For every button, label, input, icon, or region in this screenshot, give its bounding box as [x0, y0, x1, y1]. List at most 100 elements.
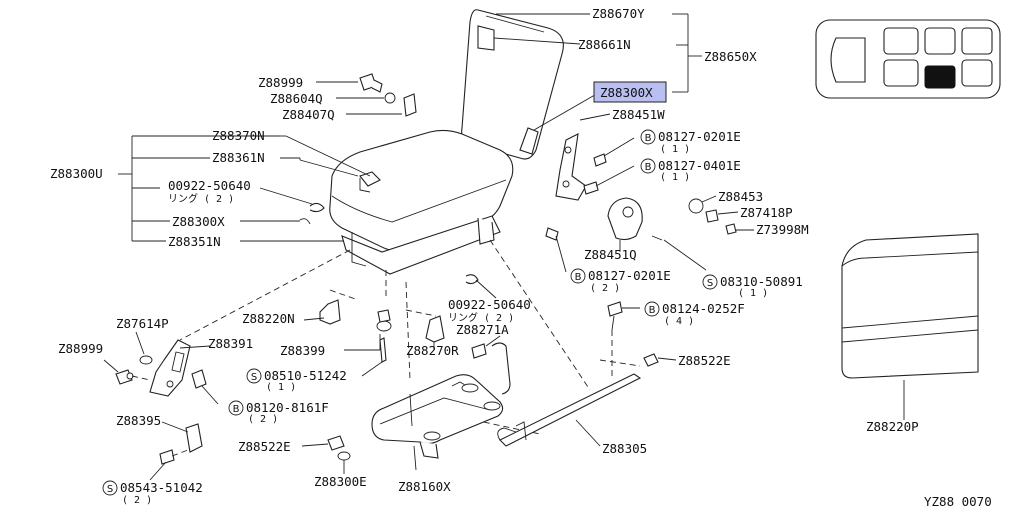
- screw-s08510-51242: [361, 337, 387, 377]
- label-z88270r[interactable]: Z88270R: [406, 343, 459, 358]
- label-z88522e-right[interactable]: Z88522E: [678, 353, 731, 368]
- seat-cushion: [285, 129, 514, 252]
- catalog-reference: YZ88 0070: [924, 494, 992, 509]
- b-marker: [640, 158, 656, 174]
- label-08543-51042[interactable]: 08543-51042: [120, 480, 203, 495]
- b-marker-letter: B: [645, 133, 652, 144]
- b-marker-letter: B: [645, 162, 652, 173]
- qty-08127-0201e-top: ( 1 ): [660, 144, 690, 155]
- s-marker: [102, 480, 118, 496]
- b-marker: [228, 400, 244, 416]
- knob-parts: [688, 195, 754, 235]
- label-z88271a[interactable]: Z88271A: [456, 322, 509, 337]
- assembly-guide-lines: [179, 239, 641, 435]
- b-marker: [570, 268, 586, 284]
- label-z88670y[interactable]: Z88670Y: [592, 6, 645, 21]
- label-z88650x[interactable]: Z88650X: [704, 49, 757, 64]
- label-z88220n[interactable]: Z88220N: [242, 311, 295, 326]
- guide-z88270r: [425, 315, 445, 350]
- b-marker-letter: B: [575, 272, 582, 283]
- rod-z88305: [497, 373, 642, 447]
- vehicle-location-inset: [815, 19, 1001, 99]
- b-marker-letter: B: [233, 404, 240, 415]
- base-frame-z88160x: [371, 342, 511, 471]
- label-z88391[interactable]: Z88391: [208, 336, 253, 351]
- s-marker: [702, 274, 718, 290]
- label-z88999-left[interactable]: Z88999: [58, 341, 103, 356]
- screw-s08543-51042: [149, 449, 189, 481]
- qty-08127-0201e-mid: ( 2 ): [590, 283, 620, 294]
- b-marker: [644, 301, 660, 317]
- bracket-z88395: [161, 421, 203, 453]
- label-z88451w[interactable]: Z88451W: [612, 107, 665, 122]
- bracket-z88300u: [118, 135, 301, 242]
- seat-cover-z88220p: [841, 233, 979, 420]
- bolt-z88999-top: [316, 73, 383, 93]
- label-z87614p[interactable]: Z87614P: [116, 316, 169, 331]
- label-08120-8161f[interactable]: 08120-8161F: [246, 400, 329, 415]
- label-z87418p[interactable]: Z87418P: [740, 205, 793, 220]
- label-08127-0401e[interactable]: 08127-0401E: [658, 158, 741, 173]
- label-z88300e[interactable]: Z88300E: [314, 474, 367, 489]
- s-marker-letter: S: [707, 278, 713, 289]
- label-z88453[interactable]: Z88453: [718, 189, 763, 204]
- bolt-b08124-0252f: [607, 301, 640, 331]
- cushion-frame: [240, 215, 501, 275]
- qty-08510-51242: ( 1 ): [266, 382, 296, 393]
- s-marker: [246, 368, 262, 384]
- label-z88300x-mid[interactable]: Z88300X: [172, 214, 225, 229]
- label-z88522e-left[interactable]: Z88522E: [238, 439, 291, 454]
- ring-note-mid: リング ( 2 ): [448, 311, 514, 324]
- hinge-assembly-left: [149, 339, 211, 397]
- block-z88271a: [471, 335, 501, 359]
- label-z88395[interactable]: Z88395: [116, 413, 161, 428]
- highlight-box: [593, 81, 667, 103]
- label-z88300u[interactable]: Z88300U: [50, 166, 103, 181]
- label-08127-0201e-top[interactable]: 08127-0201E: [658, 129, 741, 144]
- guide-z88220n: [303, 299, 341, 325]
- clip-z88407q: [346, 93, 417, 117]
- qty-08120-8161f: ( 2 ): [248, 414, 278, 425]
- label-z88407q[interactable]: Z88407Q: [282, 107, 335, 122]
- label-z88300x-highlighted[interactable]: Z88300X: [600, 85, 653, 100]
- label-z88999-top[interactable]: Z88999: [258, 75, 303, 90]
- qty-08310-50891: ( 1 ): [738, 288, 768, 299]
- label-z88361n[interactable]: Z88361N: [212, 150, 265, 165]
- part-labels: Z88670Y Z88661N Z88650X Z88300X Z88451W …: [50, 6, 992, 509]
- s-marker-letter: S: [107, 484, 113, 495]
- bush-z88399: [344, 309, 392, 351]
- label-08127-0201e-mid[interactable]: 08127-0201E: [588, 268, 671, 283]
- lever-cover-z88451q: [607, 197, 707, 271]
- label-z88661n[interactable]: Z88661N: [578, 37, 631, 52]
- label-z88451q[interactable]: Z88451Q: [584, 247, 637, 262]
- label-z88160x[interactable]: Z88160X: [398, 479, 451, 494]
- label-00922-50640-mid[interactable]: 00922-50640: [448, 297, 531, 312]
- nut-z88604q: [336, 92, 396, 104]
- label-z88351n[interactable]: Z88351N: [168, 234, 221, 249]
- label-z88370n[interactable]: Z88370N: [212, 128, 265, 143]
- label-z88220p[interactable]: Z88220P: [866, 419, 919, 434]
- bush-z87614p: [135, 331, 153, 365]
- bolt-z88522e-right: [643, 353, 677, 367]
- label-08124-0252f[interactable]: 08124-0252F: [662, 301, 745, 316]
- qty-08124-0252f: ( 4 ): [664, 316, 694, 327]
- bolt-z88522e-left: [301, 435, 345, 451]
- label-z88604q[interactable]: Z88604Q: [270, 91, 323, 106]
- ring-clip-mid: [465, 274, 497, 299]
- label-00922-50640-top[interactable]: 00922-50640: [168, 178, 251, 193]
- bracket-z88650x: [672, 13, 702, 93]
- label-08310-50891[interactable]: 08310-50891: [720, 274, 803, 289]
- qty-08127-0401e: ( 1 ): [660, 172, 690, 183]
- label-z73998m[interactable]: Z73998M: [756, 222, 809, 237]
- washer-z88300e: [337, 451, 351, 474]
- ring-clip-left: [240, 187, 325, 225]
- seat-back: [461, 9, 601, 160]
- label-z88399[interactable]: Z88399: [280, 343, 325, 358]
- ring-note-top: リング ( 2 ): [168, 192, 234, 205]
- hinge-bracket-z88451w: [555, 113, 635, 201]
- qty-08543-51042: ( 2 ): [122, 495, 152, 506]
- label-z88305[interactable]: Z88305: [602, 441, 647, 456]
- label-08510-51242[interactable]: 08510-51242: [264, 368, 347, 383]
